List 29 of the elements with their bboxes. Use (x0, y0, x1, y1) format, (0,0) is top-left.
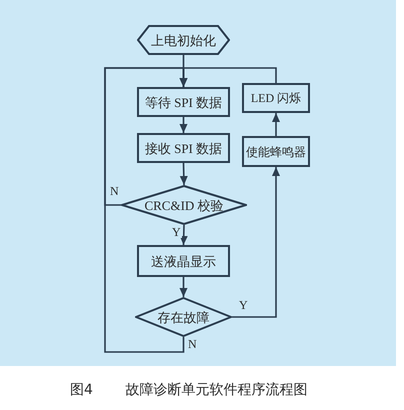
process-box (242, 83, 310, 113)
figure-caption: 图4 故障诊断单元软件程序流程图 (70, 383, 308, 397)
node-label: LED 闪烁 (250, 92, 302, 104)
process-box (137, 87, 230, 117)
node-label: 使能蜂鸣器 (246, 146, 306, 158)
edge-label: N (187, 338, 198, 350)
arrow (180, 117, 188, 133)
arrow (272, 113, 280, 136)
node-label: 上电初始化 (151, 34, 216, 46)
process-box (137, 245, 230, 277)
edge-label: N (109, 185, 120, 197)
edge-label: Y (238, 299, 249, 311)
edge-label: Y (171, 226, 182, 238)
process-box (242, 136, 310, 167)
arrow (180, 224, 188, 246)
node-label: 接收 SPI 数据 (144, 142, 222, 154)
decision-diamond (121, 185, 247, 225)
arrow (232, 167, 280, 318)
decision-diamond (135, 297, 232, 337)
process-box (137, 133, 230, 163)
arrow (104, 67, 188, 353)
arrow (180, 277, 188, 297)
start-hexagon (137, 25, 230, 55)
arrow (180, 67, 277, 87)
arrow (180, 162, 188, 186)
node-label: 送液晶显示 (151, 254, 216, 268)
node-label: CRC&ID 校验 (144, 198, 224, 212)
node-label: 存在故障 (158, 310, 210, 324)
node-label: 等待 SPI 数据 (144, 96, 222, 108)
